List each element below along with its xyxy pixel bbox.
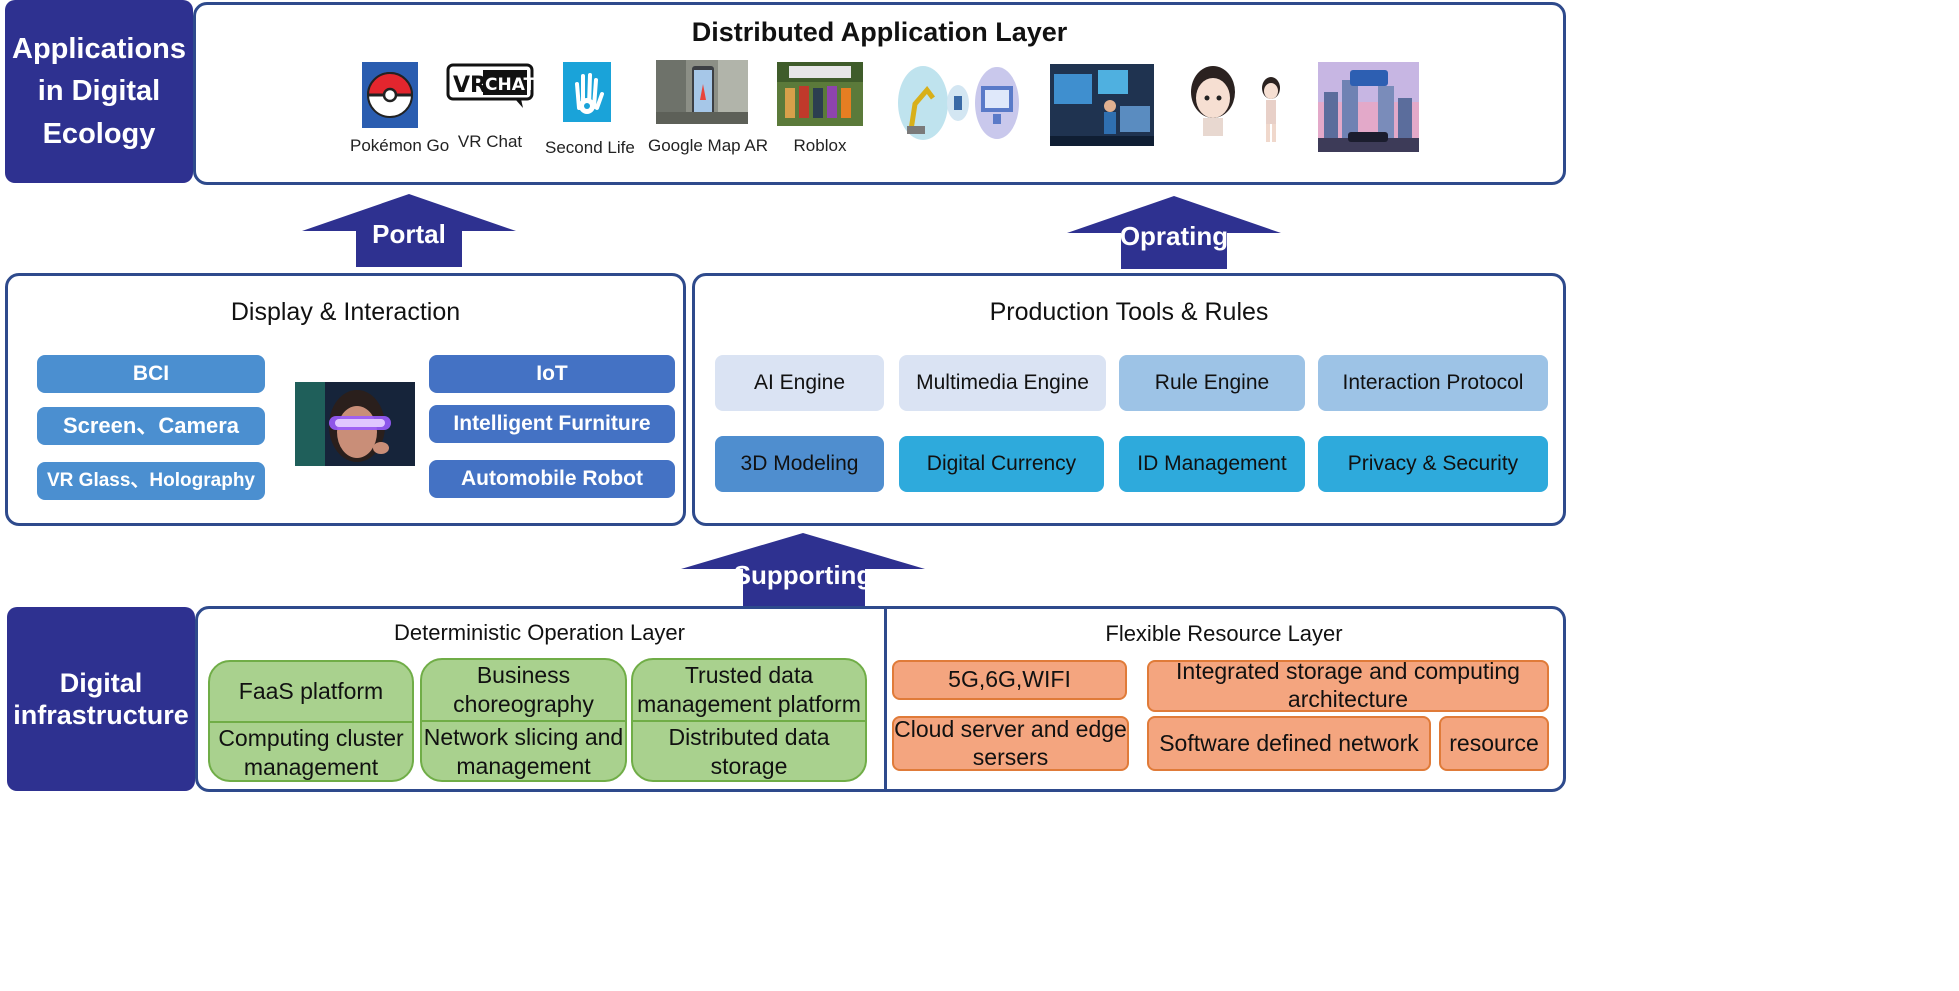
cloud-server-item: Cloud server and edge sersers <box>892 716 1129 771</box>
digital-infrastructure-category-label: Digital infrastructure <box>7 607 195 791</box>
computing-cluster-item: Computing cluster management <box>218 724 404 780</box>
display-interaction-title: Display & Interaction <box>230 298 461 326</box>
vrchat-logo: VR CHAT <box>446 63 535 108</box>
app-label: Pokémon Go <box>350 136 450 155</box>
virtual-meeting-image <box>1050 64 1154 146</box>
faas-card: FaaS platform Computing cluster manageme… <box>208 660 414 782</box>
supporting-arrow: Supporting <box>681 533 925 606</box>
id-management-item: ID Management <box>1119 436 1305 492</box>
app-pokemon-go[interactable]: Pokémon Go <box>350 62 450 156</box>
resource-item: resource <box>1439 716 1549 771</box>
portal-arrow: Portal <box>302 194 516 267</box>
flexible-layer-title: Flexible Resource Layer <box>1105 621 1343 646</box>
software-defined-network-item: Software defined network <box>1147 716 1431 771</box>
operating-arrow: Oprating <box>1067 196 1281 269</box>
interaction-protocol-item: Interaction Protocol <box>1318 355 1548 411</box>
second-life-hand-icon <box>563 62 611 122</box>
5g-6g-wifi-item: 5G,6G,WIFI <box>892 660 1127 700</box>
virtual-city-image <box>1318 62 1419 152</box>
trusted-data-card: Trusted data management platform Distrib… <box>631 658 867 782</box>
multimedia-engine-item: Multimedia Engine <box>899 355 1106 411</box>
pokeball-icon <box>362 62 418 128</box>
privacy-security-item: Privacy & Security <box>1318 436 1548 492</box>
screen-camera-item: Screen、Camera <box>37 407 265 445</box>
business-card: Business choreography Network slicing an… <box>420 658 627 782</box>
svg-text:VR: VR <box>453 73 487 98</box>
ai-engine-item: AI Engine <box>715 355 884 411</box>
app-roblox[interactable]: Roblox <box>772 62 868 156</box>
app-google-map-ar[interactable]: Google Map AR <box>648 60 769 156</box>
production-tools-title: Production Tools & Rules <box>989 298 1269 326</box>
integrated-storage-item: Integrated storage and computing archite… <box>1147 658 1549 712</box>
supporting-label: Supporting <box>733 560 873 590</box>
network-slicing-item: Network slicing and management <box>423 724 624 779</box>
applications-category-label: Applications in Digital Ecology <box>5 0 193 183</box>
intelligent-furniture-item: Intelligent Furniture <box>429 405 675 443</box>
vr-glasses-woman-image <box>295 382 415 466</box>
bci-item: BCI <box>37 355 265 393</box>
operating-label: Oprating <box>1119 221 1229 251</box>
trusted-data-item: Trusted data management platform <box>633 660 865 722</box>
app-label: Google Map AR <box>648 136 769 155</box>
app-label: Second Life <box>545 138 635 157</box>
app-vr-chat[interactable]: VR CHAT VR Chat <box>442 62 538 152</box>
faas-platform-item: FaaS platform <box>210 662 412 723</box>
automobile-robot-item: Automobile Robot <box>429 460 675 498</box>
app-label: Roblox <box>793 136 847 155</box>
roblox-characters-image <box>777 62 863 126</box>
rule-engine-item: Rule Engine <box>1119 355 1305 411</box>
vr-glass-holography-item: VR Glass、Holography <box>37 462 265 500</box>
layer-divider <box>884 609 887 789</box>
digital-currency-item: Digital Currency <box>899 436 1104 492</box>
distributed-application-layer-title: Distributed Application Layer <box>691 17 1068 47</box>
virtual-avatar-image <box>1185 62 1295 146</box>
deterministic-layer-title: Deterministic Operation Layer <box>393 620 685 645</box>
app-second-life[interactable]: Second Life <box>545 62 635 158</box>
ar-map-street-image <box>656 60 748 124</box>
iot-item: IoT <box>429 355 675 393</box>
svg-text:CHAT: CHAT <box>485 75 535 95</box>
business-choreography-item: Business choreography <box>422 660 625 722</box>
robot-arm-digital-twin-image <box>898 66 1019 140</box>
distributed-storage-item: Distributed data storage <box>668 724 830 779</box>
app-label: VR Chat <box>457 132 523 151</box>
portal-label: Portal <box>372 219 446 249</box>
3d-modeling-item: 3D Modeling <box>715 436 884 492</box>
